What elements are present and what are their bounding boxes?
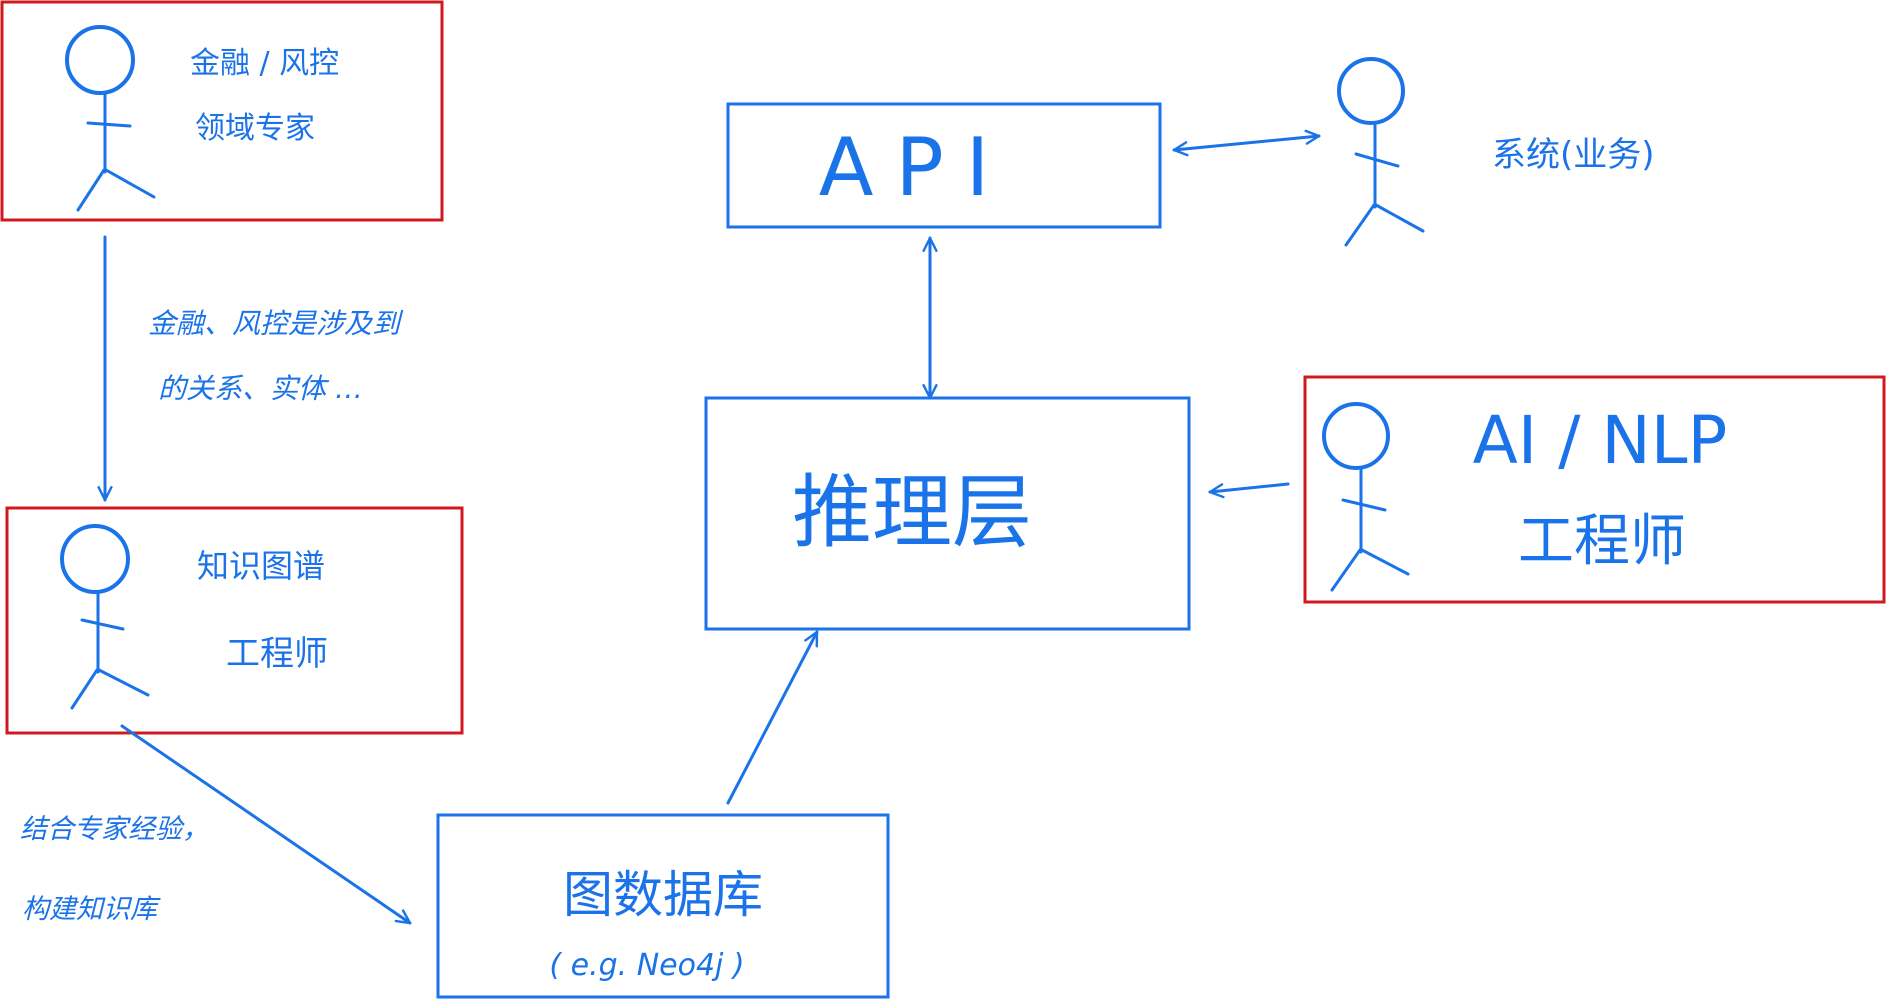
api-node: API — [726, 102, 1162, 229]
graph-db-to-reasoning-arrow — [726, 630, 819, 805]
domain-knowledge-note-line1: 金融、风控是涉及到 — [148, 307, 404, 340]
domain-knowledge-note-line2: 的关系、实体 … — [158, 372, 363, 405]
system-business-user: 系统(业务) — [1337, 57, 1655, 247]
api-label: API — [819, 121, 1012, 214]
ai-engineer-to-reasoning-arrow — [1208, 482, 1290, 499]
ai-nlp-engineer-role-label: AI / NLP — [1473, 402, 1728, 479]
ai-nlp-engineer-person-icon — [1322, 402, 1410, 592]
kg-engineer-title-label: 工程师 — [226, 634, 328, 674]
reasoning-layer-node: 推理层 — [704, 396, 1191, 631]
system-user-person-icon — [1337, 57, 1425, 247]
build-knowledge-base-note: 结合专家经验， 构建知识库 — [20, 814, 209, 925]
kg-engineer-box — [5, 506, 464, 735]
kg-engineer-role-label: 知识图谱 — [197, 547, 325, 585]
graph-database-label: 图数据库 — [563, 866, 763, 924]
build-knowledge-base-note-line1: 结合专家经验， — [20, 814, 209, 845]
kg-engineer-to-graph-db-arrow — [120, 724, 412, 925]
graph-database-box — [436, 813, 890, 999]
reasoning-layer-label: 推理层 — [792, 466, 1032, 559]
api-box — [726, 102, 1162, 229]
api-system-bidirectional-arrow — [1172, 129, 1321, 157]
reasoning-layer-box — [704, 396, 1191, 631]
domain-expert-box — [0, 0, 444, 222]
domain-expert-card: 金融 / 风控 领域专家 — [0, 0, 444, 222]
ai-nlp-engineer-box — [1303, 375, 1886, 604]
domain-expert-person-icon — [65, 25, 156, 212]
kg-engineer-card: 知识图谱 工程师 — [5, 506, 464, 735]
ai-nlp-engineer-card: AI / NLP 工程师 — [1303, 375, 1886, 604]
ai-nlp-engineer-title-label: 工程师 — [1518, 509, 1686, 574]
graph-database-example-label: ( e.g. Neo4j ) — [549, 948, 744, 983]
build-knowledge-base-note-line2: 构建知识库 — [22, 894, 161, 925]
domain-expert-title-label: 领域专家 — [195, 111, 315, 146]
graph-database-node: 图数据库 ( e.g. Neo4j ) — [436, 813, 890, 999]
system-user-label: 系统(业务) — [1492, 135, 1655, 175]
domain-expert-role-label: 金融 / 风控 — [190, 46, 339, 81]
domain-knowledge-note: 金融、风控是涉及到 的关系、实体 … — [148, 307, 404, 405]
kg-engineer-person-icon — [60, 524, 150, 710]
